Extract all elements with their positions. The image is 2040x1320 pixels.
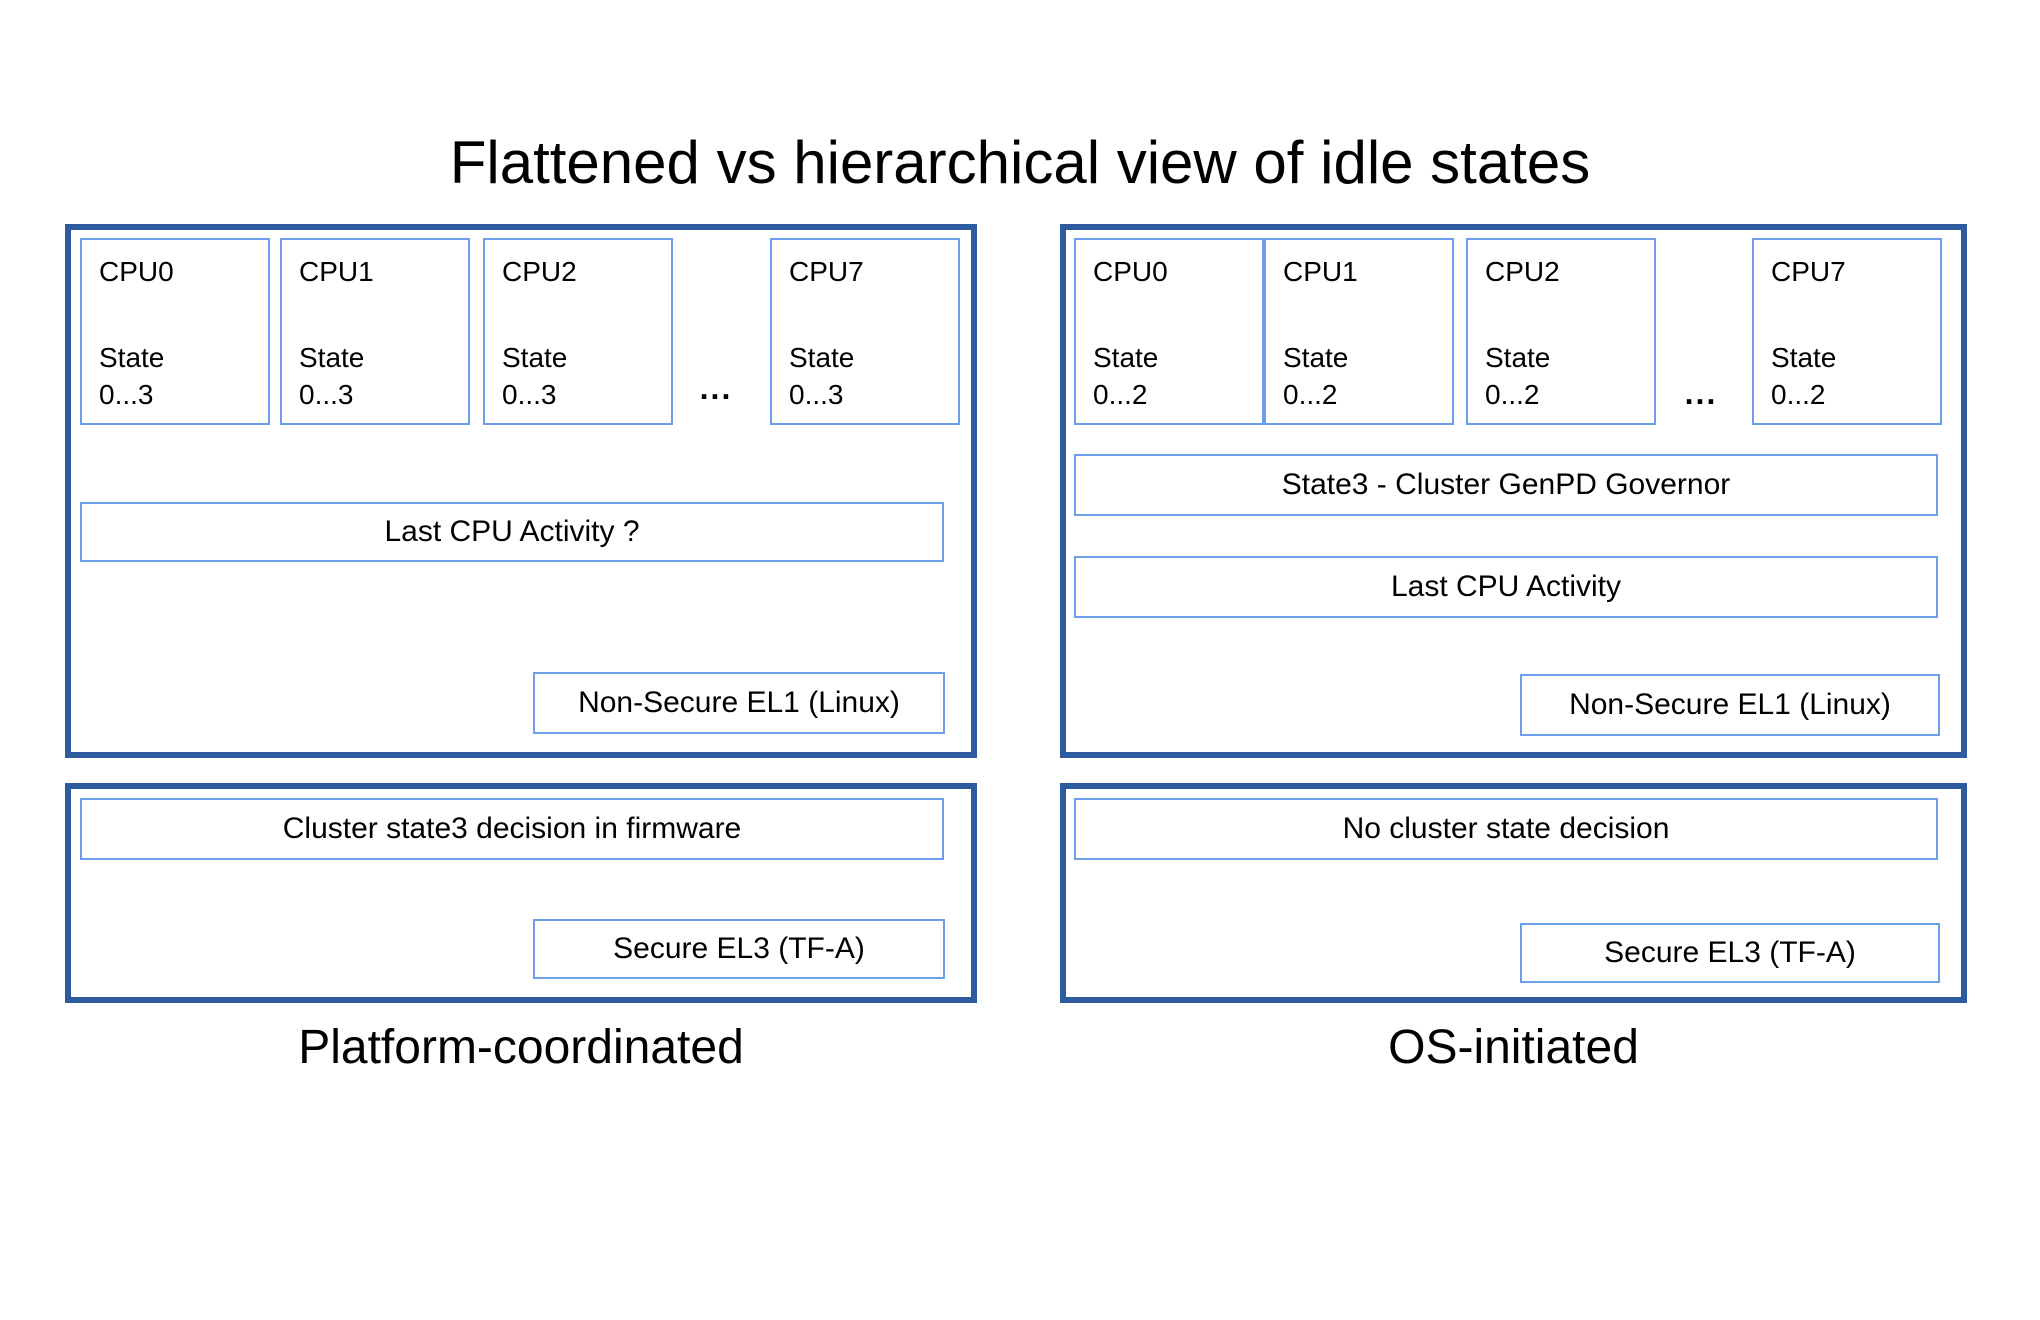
cpu-state: State 0...2 bbox=[1093, 340, 1158, 414]
slide-title: Flattened vs hierarchical view of idle s… bbox=[449, 129, 1591, 196]
cluster-state-decision-box: Cluster state3 decision in firmware bbox=[80, 798, 944, 860]
cpu-card-cpu7: CPU7 State 0...2 bbox=[1752, 238, 1942, 425]
cpu-state-range: 0...3 bbox=[299, 378, 354, 410]
cpu-card-cpu0: CPU0 State 0...3 bbox=[80, 238, 270, 425]
cpu-state-range: 0...3 bbox=[502, 378, 557, 410]
cpu-name: CPU1 bbox=[299, 256, 374, 287]
cpu-state-word: State bbox=[1771, 342, 1837, 373]
panel-osi-nonsecure: CPU0 State 0...2 CPU1 State 0...2 CPU2 S… bbox=[1060, 224, 1967, 758]
cpu-state-word: State bbox=[299, 342, 365, 373]
cpu-state: State 0...2 bbox=[1283, 340, 1348, 414]
cpu-name: CPU7 bbox=[789, 256, 864, 287]
cpu-state: State 0...3 bbox=[789, 340, 854, 414]
panel-osi-secure: No cluster state decision Secure EL3 (TF… bbox=[1060, 783, 1967, 1003]
cpu-card-cpu7: CPU7 State 0...3 bbox=[770, 238, 960, 425]
cpu-card-cpu1: CPU1 State 0...3 bbox=[280, 238, 470, 425]
panel-platform-nonsecure: CPU0 State 0...3 CPU1 State 0...3 CPU2 S… bbox=[65, 224, 977, 758]
cluster-genpd-governor-box: State3 - Cluster GenPD Governor bbox=[1074, 454, 1938, 516]
cpu-state: State 0...3 bbox=[299, 340, 364, 414]
cpu-state-word: State bbox=[1283, 342, 1349, 373]
non-secure-el1-box: Non-Secure EL1 (Linux) bbox=[1520, 674, 1940, 736]
cpu-name: CPU1 bbox=[1283, 256, 1358, 287]
cpu-state: State 0...3 bbox=[99, 340, 164, 414]
panel-platform-secure: Cluster state3 decision in firmware Secu… bbox=[65, 783, 977, 1003]
cpu-state: State 0...3 bbox=[502, 340, 567, 414]
cpu-name: CPU7 bbox=[1771, 256, 1846, 287]
cpu-state-word: State bbox=[1485, 342, 1551, 373]
cpu-state-word: State bbox=[502, 342, 568, 373]
cpu-state-range: 0...2 bbox=[1093, 378, 1148, 410]
cpu-name: CPU2 bbox=[502, 256, 577, 287]
cpu-state-range: 0...3 bbox=[99, 378, 154, 410]
cpu-state-word: State bbox=[99, 342, 165, 373]
non-secure-el1-box: Non-Secure EL1 (Linux) bbox=[533, 672, 945, 734]
last-cpu-activity-box: Last CPU Activity bbox=[1074, 556, 1938, 618]
cpu-card-cpu1: CPU1 State 0...2 bbox=[1264, 238, 1454, 425]
cpu-card-cpu0: CPU0 State 0...2 bbox=[1074, 238, 1264, 425]
cpu-state-word: State bbox=[789, 342, 855, 373]
cpu-name: CPU0 bbox=[99, 256, 174, 287]
cpu-name: CPU2 bbox=[1485, 256, 1560, 287]
ellipsis-more-cpus: ... bbox=[1684, 375, 1718, 411]
cpu-state-range: 0...2 bbox=[1485, 378, 1540, 410]
ellipsis-more-cpus: ... bbox=[699, 370, 733, 406]
cpu-card-cpu2: CPU2 State 0...2 bbox=[1466, 238, 1656, 425]
secure-el3-box: Secure EL3 (TF-A) bbox=[533, 919, 945, 979]
cpu-state-word: State bbox=[1093, 342, 1159, 373]
secure-el3-box: Secure EL3 (TF-A) bbox=[1520, 923, 1940, 983]
caption-platform-coordinated: Platform-coordinated bbox=[298, 1021, 744, 1074]
cpu-name: CPU0 bbox=[1093, 256, 1168, 287]
no-cluster-state-decision-box: No cluster state decision bbox=[1074, 798, 1938, 860]
cpu-state-range: 0...2 bbox=[1771, 378, 1826, 410]
last-cpu-activity-box: Last CPU Activity ? bbox=[80, 502, 944, 562]
cpu-card-cpu2: CPU2 State 0...3 bbox=[483, 238, 673, 425]
cpu-state: State 0...2 bbox=[1771, 340, 1836, 414]
cpu-state-range: 0...3 bbox=[789, 378, 844, 410]
cpu-state: State 0...2 bbox=[1485, 340, 1550, 414]
caption-os-initiated: OS-initiated bbox=[1388, 1021, 1639, 1074]
cpu-state-range: 0...2 bbox=[1283, 378, 1338, 410]
